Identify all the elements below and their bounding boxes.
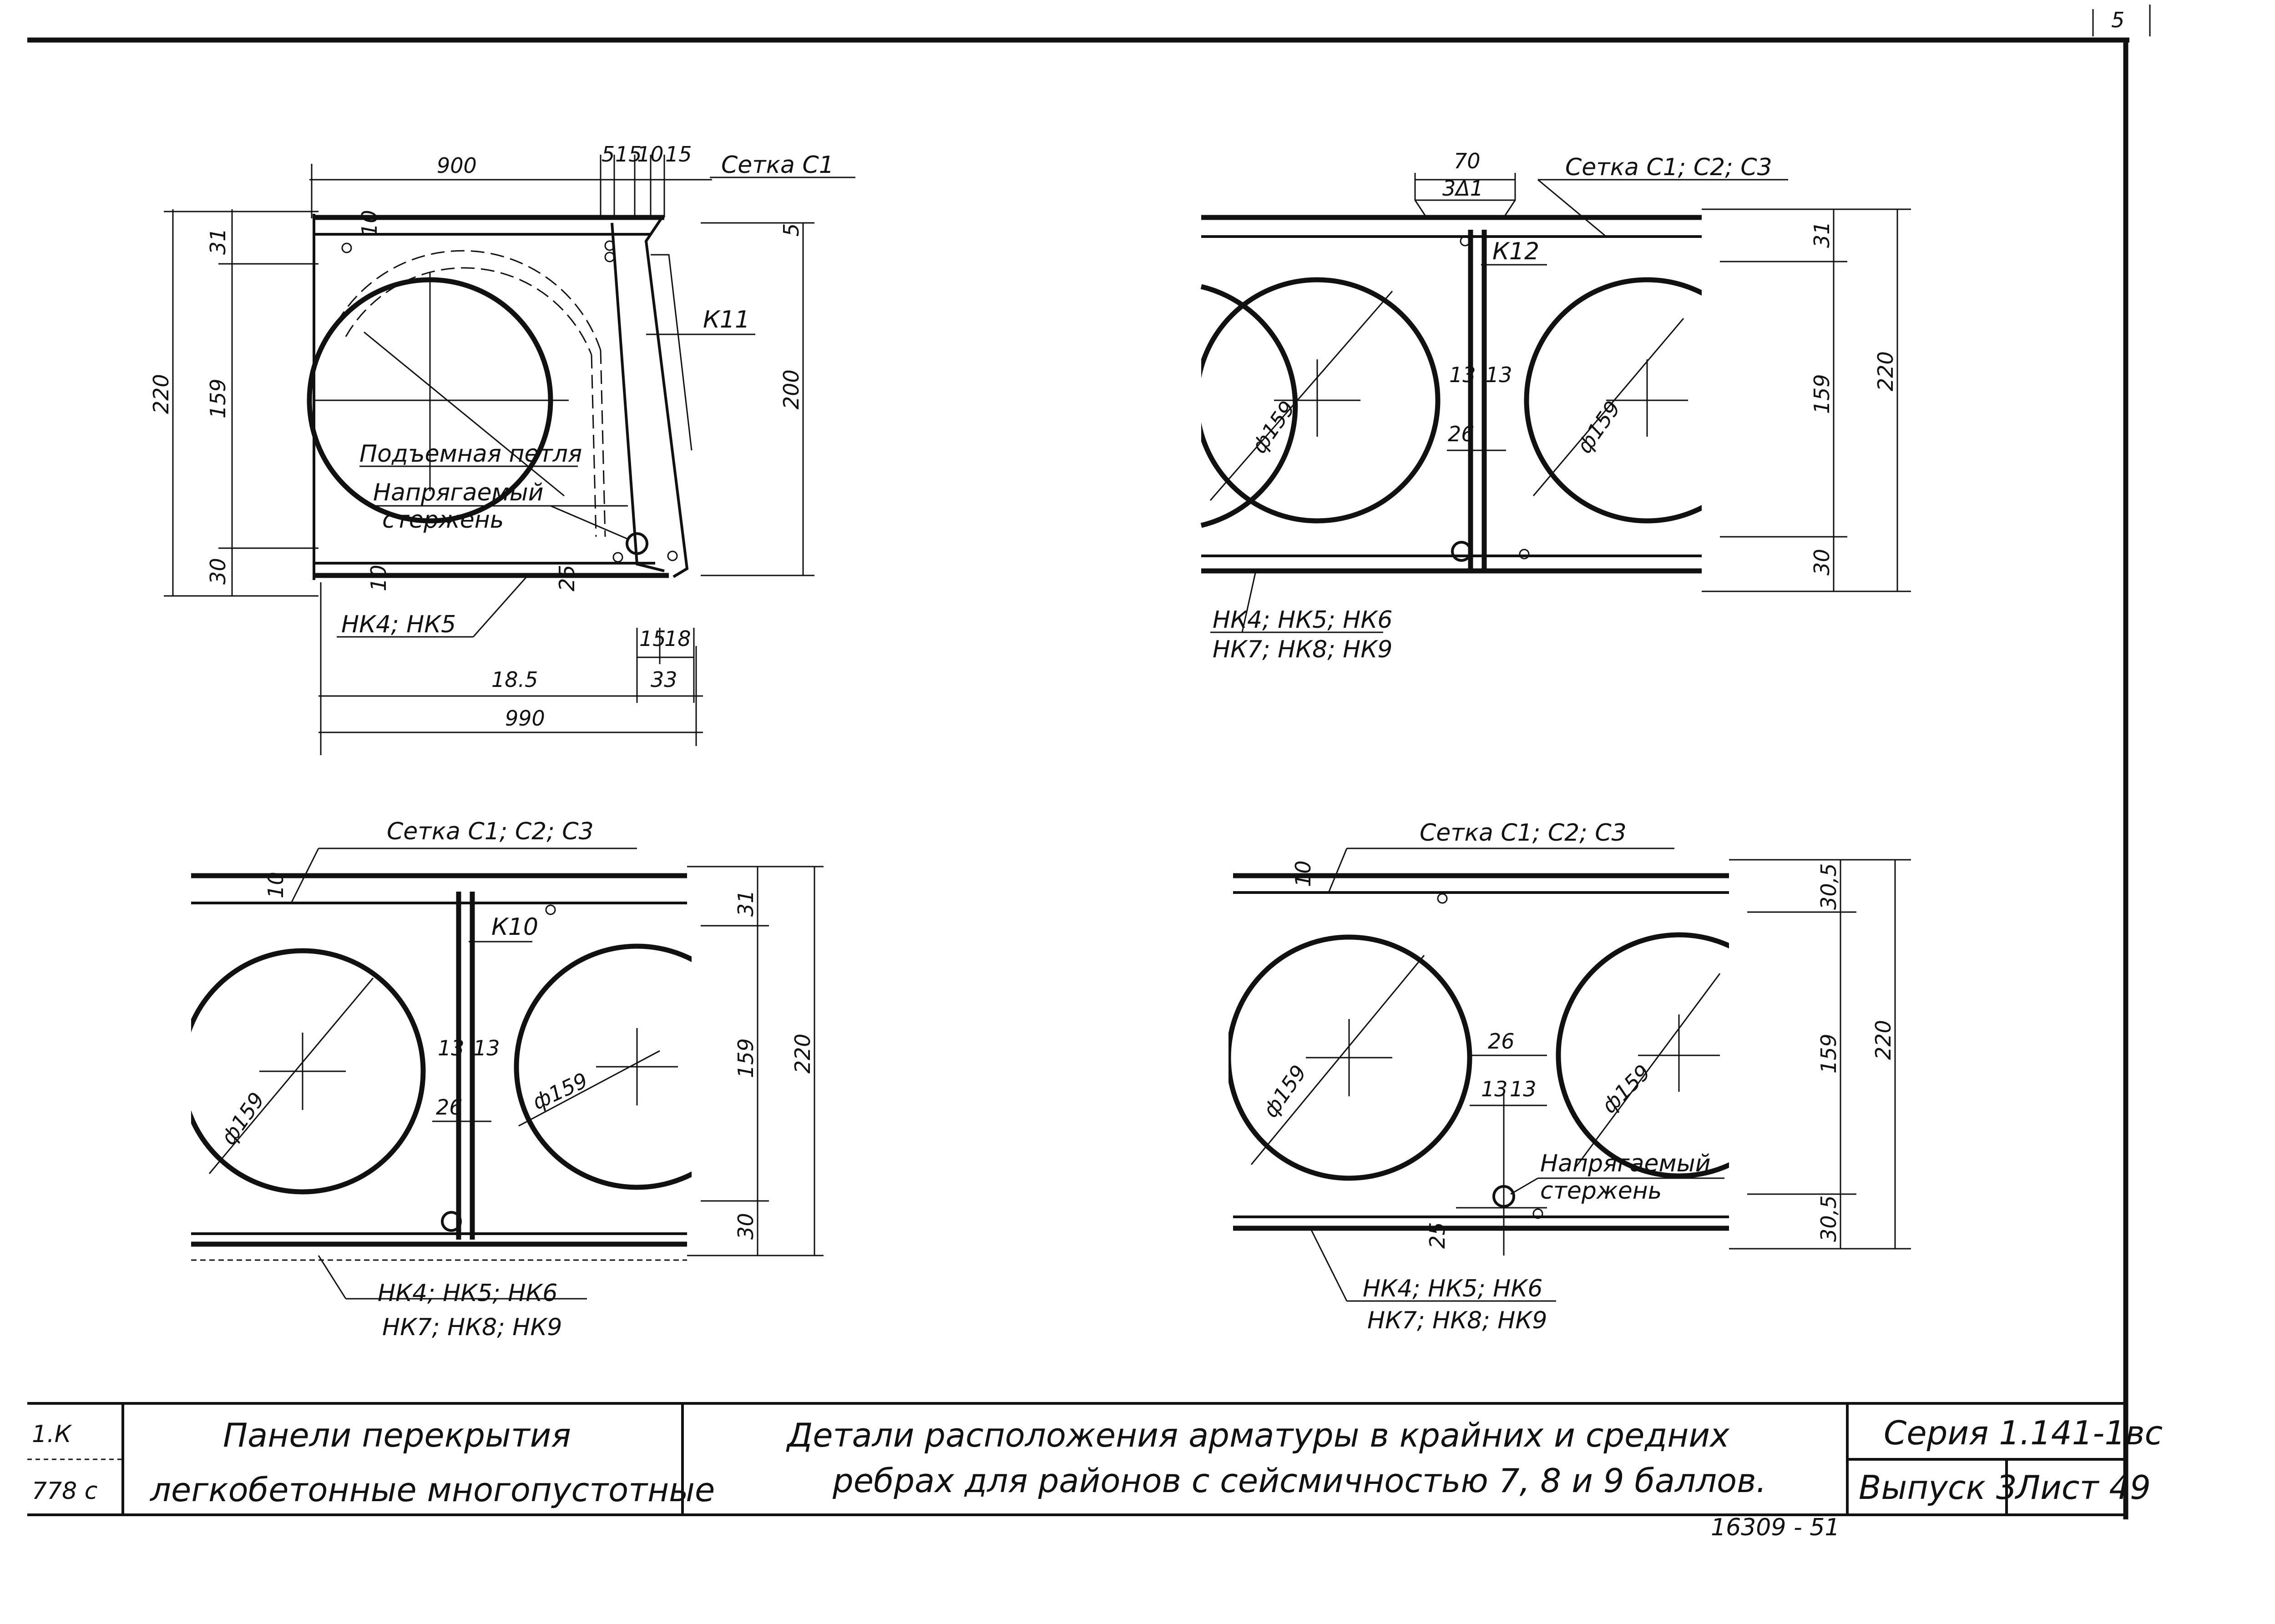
dim-31-left: 31 xyxy=(206,228,230,255)
dim-30-left: 30 xyxy=(206,558,230,585)
dim-31-right: 31 xyxy=(1810,221,1834,248)
series-label: Серия 1.141-1вс xyxy=(1884,1414,2163,1452)
sheet-title-1: Детали расположения арматуры в крайних и… xyxy=(786,1416,1730,1454)
dim-220-left: 220 xyxy=(149,374,173,414)
issue-label: Выпуск 3 xyxy=(1859,1468,2017,1507)
dim-30-right: 30 xyxy=(1810,549,1834,575)
dim-33-bot: 33 xyxy=(651,667,677,692)
mesh-label-c1: Сетка С1 xyxy=(721,151,834,179)
dim-5-right: 5 xyxy=(779,223,804,237)
dim-159-right: 159 xyxy=(1810,374,1834,414)
dim-10: 10 xyxy=(637,142,664,166)
dim-220-right: 220 xyxy=(1873,351,1898,391)
dim-10: 10 xyxy=(263,872,288,898)
detail-top-left: 900 5 15 10 15 Сетка С1 220 31 159 30 20… xyxy=(149,142,855,755)
bottom-mesh-label: НК4; НК5 xyxy=(341,611,456,638)
dim-15-bot: 15 xyxy=(639,626,666,651)
product-line-1: Панели перекрытия xyxy=(223,1416,571,1454)
dia-right: ф159 xyxy=(1597,1060,1655,1118)
bottom-label-2: НК7; НК8; НК9 xyxy=(1367,1307,1547,1334)
sheet-title-2: ребрах для районов с сейсмичностью 7, 8 … xyxy=(832,1462,1766,1500)
dim-220-right: 220 xyxy=(1871,1020,1896,1060)
dim-31-right: 31 xyxy=(733,890,758,917)
rod-label-1: Напрягаемый xyxy=(1540,1150,1711,1177)
dim-159-left: 159 xyxy=(206,378,230,419)
dim-26: 26 xyxy=(436,1095,463,1120)
bracket-label-k11: К11 xyxy=(703,306,750,333)
dim-25: 25 xyxy=(555,565,579,591)
dim-185-bot: 18.5 xyxy=(491,667,538,692)
dim-10-top: 10 xyxy=(357,210,382,237)
dim-26: 26 xyxy=(1488,1029,1515,1054)
bracket-label-k12: К12 xyxy=(1492,238,1539,265)
rod-label-1: Напрягаемый xyxy=(373,479,544,506)
dim-305-bot: 30,5 xyxy=(1816,1195,1841,1242)
dia-left: ф159 xyxy=(216,1088,269,1149)
dim-13a: 13 xyxy=(1449,363,1476,387)
detail-bottom-right: ф159 ф159 Сетка С1; С2; С3 10 26 13 13 2… xyxy=(1228,819,1911,1334)
corner-mark: 5 xyxy=(2111,8,2124,32)
dim-990-bot: 990 xyxy=(505,706,545,731)
detail-bottom-left: ф159 ф159 Сетка С1; С2; С3 10 К10 13 13 … xyxy=(191,818,824,1341)
dim-10: 10 xyxy=(1291,860,1315,887)
bottom-label-1: НК4; НК5; НК6 xyxy=(1363,1275,1542,1302)
dim-25: 25 xyxy=(1425,1222,1450,1249)
dim-15b: 15 xyxy=(665,142,692,166)
dim-13a: 13 xyxy=(438,1036,465,1060)
rod-label-2: стержень xyxy=(1540,1177,1662,1205)
dia-right: ф159 xyxy=(1572,396,1625,458)
left-code-2: 778 с xyxy=(32,1478,97,1505)
bottom-label-2: НК7; НК8; НК9 xyxy=(1213,636,1392,663)
dim-15a: 15 xyxy=(615,142,642,166)
sheet-frame: 5 xyxy=(27,5,2151,1519)
dim-13b: 13 xyxy=(1510,1077,1537,1101)
title-block: 1.К 778 с Панели перекрытия легкобетонны… xyxy=(27,1402,2163,1541)
mesh-label-c123: Сетка С1; С2; С3 xyxy=(387,818,594,845)
bottom-stamp: 16309 - 51 xyxy=(1711,1514,1840,1541)
bottom-label-2: НК7; НК8; НК9 xyxy=(382,1314,562,1341)
mesh-label-c123: Сетка С1; С2; С3 xyxy=(1420,819,1627,847)
dia-right: ф159 xyxy=(529,1068,592,1115)
dim-159-right: 159 xyxy=(733,1038,758,1078)
dim-220-right: 220 xyxy=(790,1034,815,1074)
dim-200-right: 200 xyxy=(779,369,804,409)
dim-159-right: 159 xyxy=(1816,1034,1841,1074)
dim-305-top: 30,5 xyxy=(1816,863,1841,910)
dim-30-right: 30 xyxy=(733,1213,758,1240)
bracket-label-k10: К10 xyxy=(491,913,538,941)
dim-18-bot: 18 xyxy=(664,626,691,651)
dim-26: 26 xyxy=(1448,422,1475,446)
detail-top-right: ф159 ф159 70 3Δ1 Сетка С1; С2; С3 К12 13… xyxy=(1200,149,1911,663)
rod-label-2: стержень xyxy=(382,506,504,534)
dim-13b: 13 xyxy=(473,1036,500,1060)
bottom-label-1: НК4; НК5; НК6 xyxy=(1213,606,1392,634)
dim-900: 900 xyxy=(437,153,477,178)
left-code-1: 1.К xyxy=(32,1421,72,1448)
dim-70: 70 xyxy=(1454,149,1481,173)
dim-10-bot: 10 xyxy=(366,565,391,591)
dim-5: 5 xyxy=(602,142,615,166)
loop-label: Подъемная петля xyxy=(359,440,582,468)
dim-13b: 13 xyxy=(1486,363,1512,387)
mesh-label-c123: Сетка С1; С2; С3 xyxy=(1565,154,1772,181)
dia-left: ф159 xyxy=(1258,1060,1311,1122)
weld-label: 3Δ1 xyxy=(1442,176,1483,201)
product-line-2: легкобетонные многопустотные xyxy=(149,1471,715,1509)
bottom-label-1: НК4; НК5; НК6 xyxy=(378,1280,557,1307)
sheet-number: Лист 49 xyxy=(2014,1468,2151,1507)
